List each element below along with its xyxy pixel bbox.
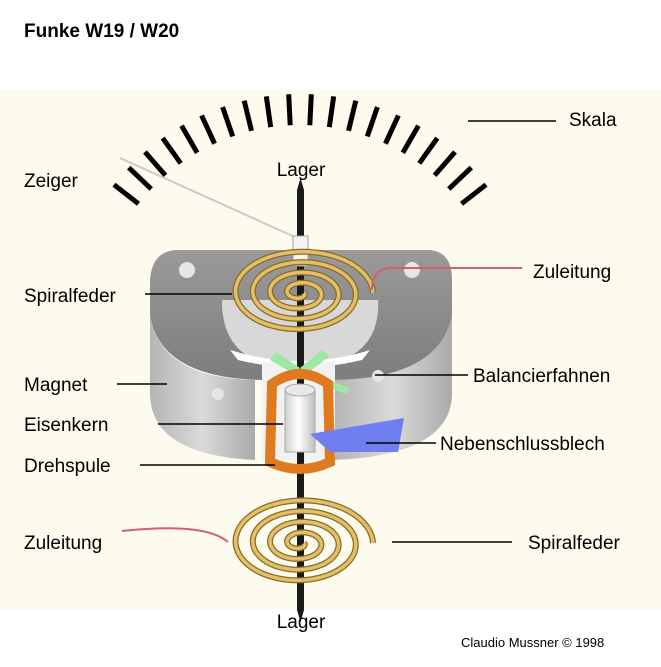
label-spiralfeder-top: Spiralfeder (24, 286, 117, 307)
label-skala: Skala (569, 110, 617, 131)
scale-arc (112, 94, 488, 206)
label-eisenkern: Eisenkern (24, 415, 109, 436)
label-zuleitung-bottom: Zuleitung (24, 533, 102, 554)
lead-wire-top (371, 267, 522, 291)
scale-tick (432, 150, 457, 178)
label-zeiger: Zeiger (24, 171, 79, 192)
credit-text: Claudio Mussner © 1998 (461, 635, 604, 650)
iron-core (284, 383, 316, 453)
moving-coil (264, 369, 336, 474)
label-magnet: Magnet (24, 375, 88, 396)
scale-tick (241, 100, 254, 132)
scale-tick (459, 182, 488, 206)
label-balancierfahnen: Balancierfahnen (473, 366, 610, 387)
label-zuleitung-top: Zuleitung (533, 262, 611, 283)
scale-tick (326, 96, 337, 128)
label-spiralfeder-bottom: Spiralfeder (528, 533, 621, 554)
spiral-spring-top (232, 248, 376, 333)
leader-lines (117, 120, 556, 543)
label-lager-top: Lager (277, 160, 326, 181)
label-drehspule: Drehspule (24, 456, 111, 477)
scale-tick (307, 94, 314, 126)
scale-tick (417, 136, 440, 165)
scale-tick (220, 106, 236, 138)
scale-tick (143, 150, 168, 178)
scale-tick (286, 94, 293, 126)
label-lager-bottom: Lager (277, 612, 326, 633)
pointer-needle (119, 157, 298, 239)
scale-tick (263, 96, 274, 128)
scale-tick (199, 114, 217, 145)
spiral-spring-bottom (232, 497, 376, 584)
label-nebenschlussblech: Nebenschlussblech (440, 434, 605, 455)
scale-tick (160, 136, 183, 165)
diagram-title: Funke W19 / W20 (24, 21, 179, 42)
lead-wire-bottom (121, 527, 229, 543)
spring-coil-bottom (233, 498, 375, 583)
scale-tick (112, 182, 141, 206)
scale-tick (126, 165, 153, 191)
scale-tick (179, 124, 200, 154)
scale-tick (447, 165, 474, 191)
spring-coil-top (233, 250, 375, 331)
scale-tick (400, 124, 421, 154)
scale-tick (364, 106, 380, 138)
scale-tick (346, 100, 359, 132)
scale-tick (383, 114, 401, 145)
